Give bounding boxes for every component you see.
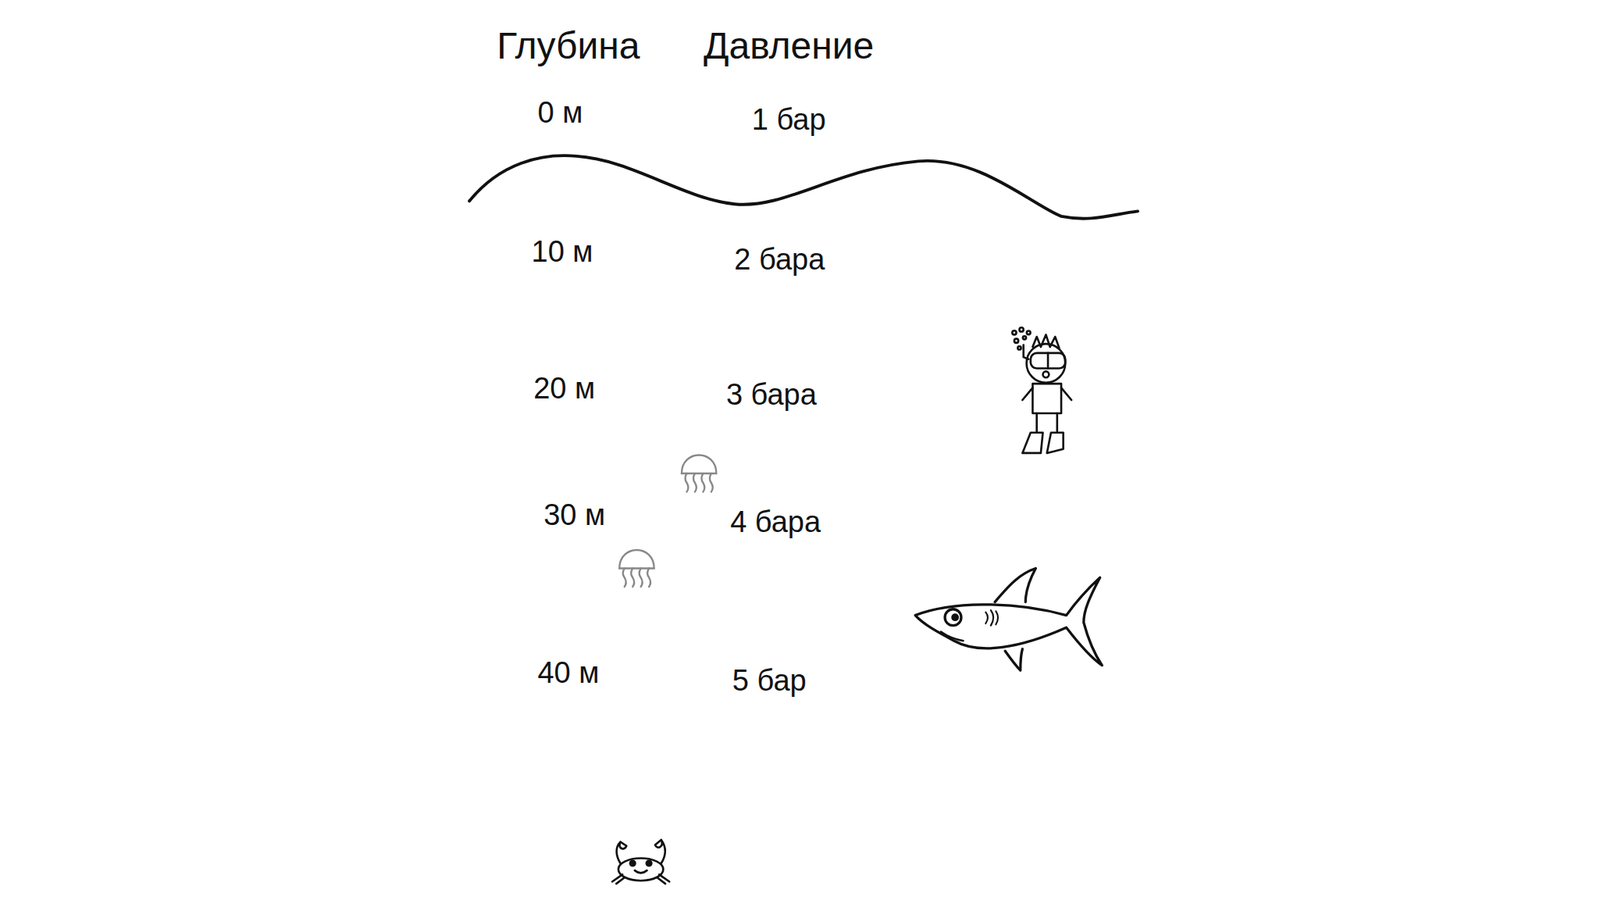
depth-value: 10 м — [531, 235, 594, 269]
crab-eye — [630, 860, 636, 866]
jellyfish-tentacles — [623, 568, 651, 588]
snorkel — [1023, 344, 1030, 359]
jellyfish — [681, 455, 717, 492]
diver-arm — [1061, 387, 1072, 400]
pressure-value: 1 бар — [751, 103, 827, 137]
crab-claw — [616, 841, 628, 863]
column-header: Глубина — [496, 24, 640, 67]
diver-mask — [1030, 352, 1066, 369]
pressure-value: 2 бара — [734, 243, 825, 277]
diver-mouth — [1043, 370, 1050, 378]
shark-pupil — [952, 614, 959, 621]
depth-value: 40 м — [537, 657, 599, 691]
water-surface-wave — [469, 155, 1138, 219]
crab-eye — [646, 860, 653, 866]
shark-pelvic-fin — [1004, 648, 1023, 670]
jellyfish-dome — [681, 455, 717, 474]
crab-claw — [655, 839, 666, 863]
crab-smile — [634, 869, 648, 873]
bubble — [1026, 330, 1031, 335]
shark-figure — [915, 568, 1102, 671]
mask-divider — [1047, 352, 1050, 369]
shark-dorsal-fin — [994, 568, 1036, 603]
crab-legs — [612, 873, 670, 884]
diver-arm — [1022, 387, 1033, 400]
shark-body — [915, 577, 1102, 665]
depth-value: 20 м — [533, 372, 596, 406]
jellyfish-dome — [619, 549, 654, 569]
pressure-value: 4 бара — [730, 506, 821, 539]
depth-value: 30 м — [543, 498, 606, 532]
bubble — [1019, 327, 1023, 332]
diver-fin — [1047, 432, 1064, 453]
diver-legs — [1036, 413, 1058, 433]
bubble — [1017, 345, 1021, 350]
depth-value: 0 м — [537, 96, 583, 130]
column-header: Давление — [703, 24, 874, 67]
jellyfish — [619, 549, 654, 587]
pressure-value: 3 бара — [726, 378, 817, 412]
crab-figure — [612, 839, 670, 884]
shark-mouth — [940, 630, 964, 641]
pressure-value: 5 бар — [732, 664, 807, 698]
bubble — [1014, 338, 1019, 343]
jellyfish-tentacles — [684, 473, 713, 492]
shark-gills — [985, 609, 998, 626]
diver-fin — [1022, 432, 1043, 453]
diver-figure — [1012, 327, 1072, 453]
bubble — [1012, 330, 1016, 335]
diver-body — [1032, 383, 1062, 414]
diver-head — [1026, 343, 1066, 383]
shark-eye — [944, 609, 962, 626]
bubble — [1022, 335, 1027, 339]
